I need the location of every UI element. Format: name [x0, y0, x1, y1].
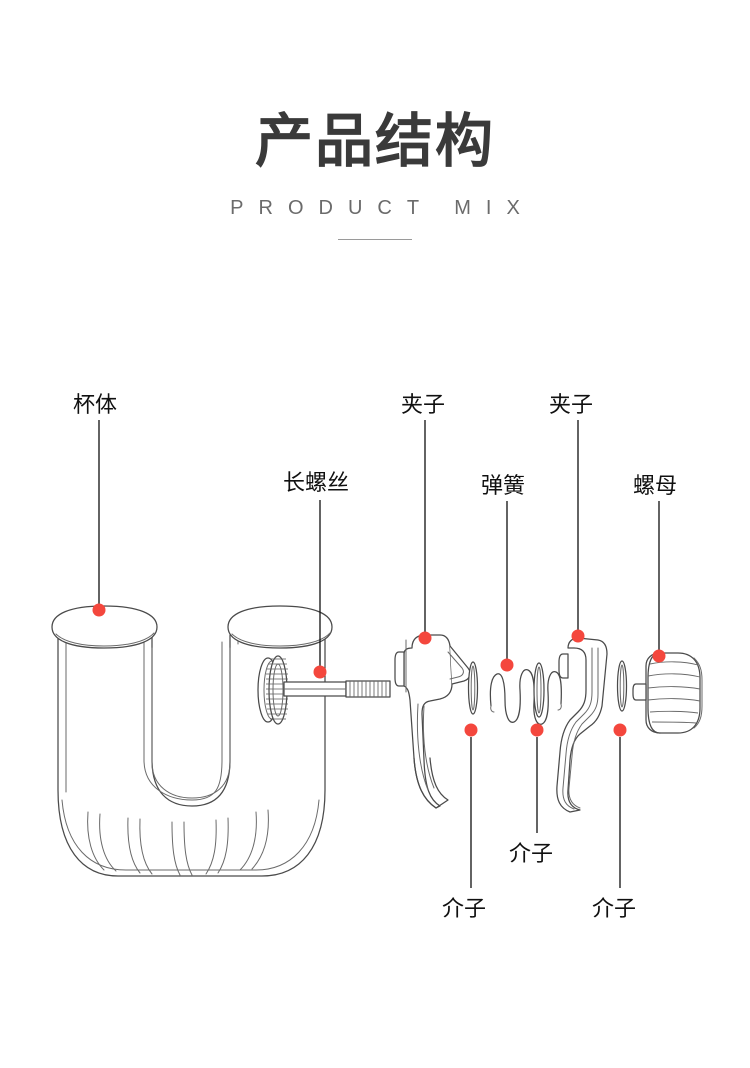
callout-leader-cup-body: [92, 420, 106, 617]
callout-label-clip-right: 夹子: [549, 392, 594, 417]
part-clip-left: [394, 634, 471, 809]
part-washer-3: [616, 660, 628, 712]
marker-dot-clip-right: [571, 629, 585, 643]
marker-dot-clip-left: [418, 631, 432, 645]
callout-leader-washer-3: [613, 723, 627, 888]
callout-leader-clip-left: [418, 420, 432, 645]
callout-label-clip-left: 夹子: [401, 392, 446, 417]
page-header: 产品结构 PRODUCT MIX: [0, 0, 750, 240]
callout-leader-nut: [652, 501, 666, 663]
part-cup-body: [51, 605, 333, 877]
marker-dot-cup-body: [92, 603, 106, 617]
marker-dot-washer-2: [530, 723, 544, 737]
marker-dot-washer-1: [464, 723, 478, 737]
callout-label-washer-1: 介子: [442, 896, 487, 921]
callout-leader-clip-right: [571, 420, 585, 643]
callout-label-washer-3: 介子: [592, 896, 637, 921]
part-nut: [632, 652, 703, 734]
callout-label-spring: 弹簧: [481, 473, 526, 498]
part-washer-2: [533, 662, 545, 718]
marker-dot-long-screw: [313, 665, 327, 679]
page-title: 产品结构: [254, 109, 495, 174]
title-divider: [338, 239, 412, 240]
part-washer-1: [467, 661, 479, 715]
callout-leader-washer-1: [464, 723, 478, 888]
part-clip-right: [556, 637, 608, 813]
callout-label-washer-2: 介子: [509, 841, 554, 866]
callout-leader-washer-2: [530, 723, 544, 833]
marker-dot-spring: [500, 658, 514, 672]
callout-label-long-screw: 长螺丝: [283, 470, 350, 495]
part-spring: [489, 669, 562, 725]
callout-label-nut: 螺母: [633, 473, 678, 498]
callout-leaders: [92, 420, 666, 888]
marker-dot-nut: [652, 649, 666, 663]
page-subtitle: PRODUCT MIX: [230, 197, 535, 219]
part-long-screw: [283, 680, 391, 698]
marker-dot-washer-3: [613, 723, 627, 737]
cup-body-screw-boss: [257, 655, 288, 725]
callout-leader-long-screw: [313, 500, 327, 679]
callout-leader-spring: [500, 501, 514, 672]
callout-label-cup-body: 杯体: [73, 392, 118, 417]
